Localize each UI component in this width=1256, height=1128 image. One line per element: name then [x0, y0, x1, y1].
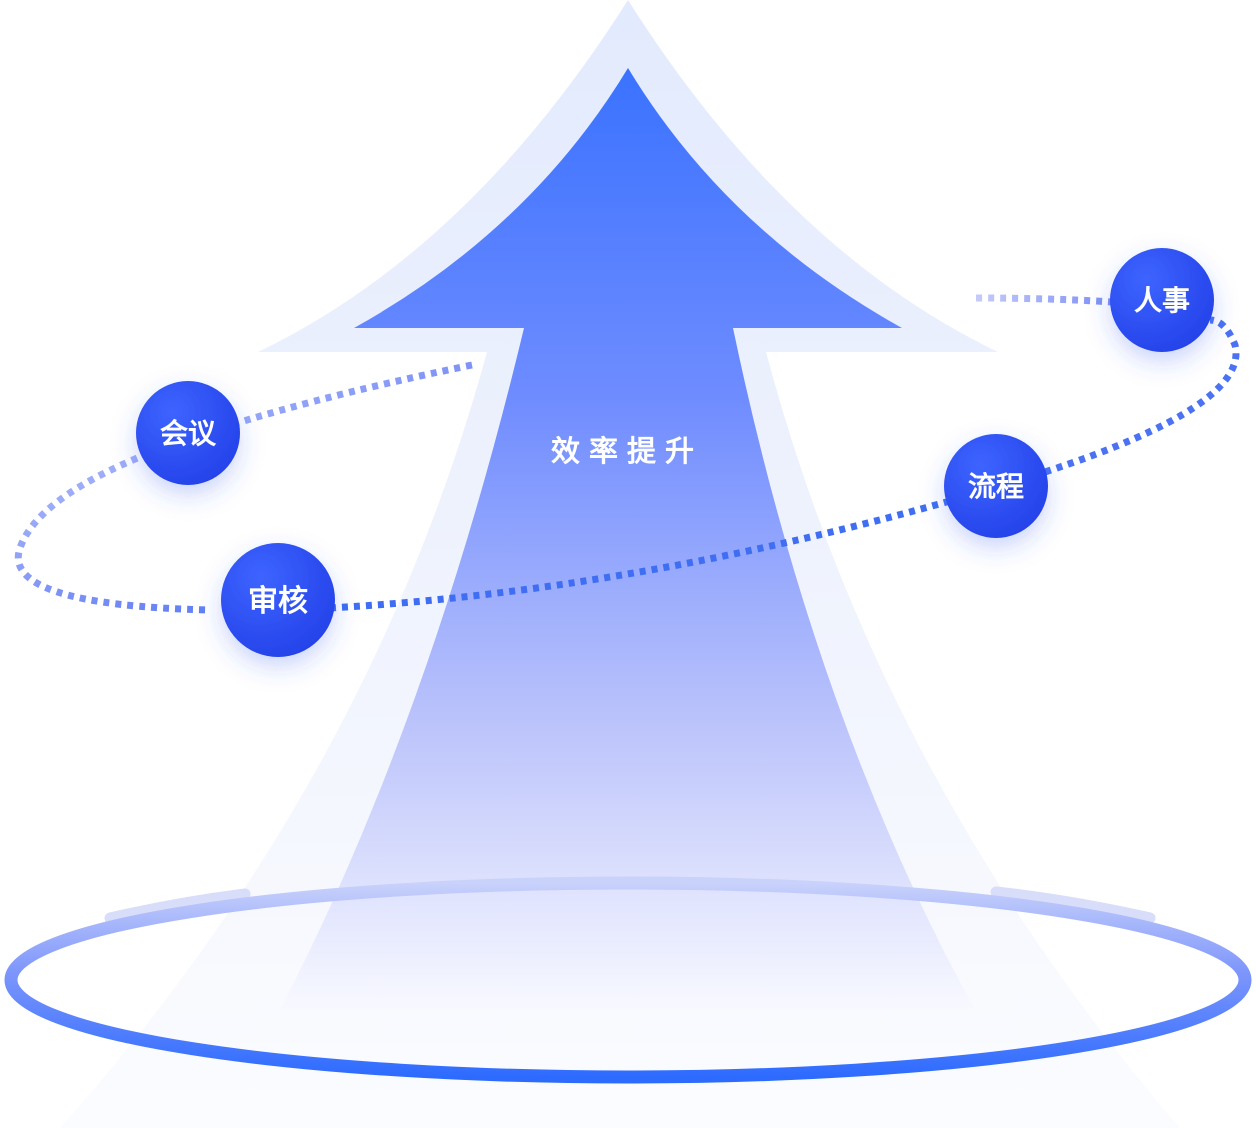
node-review[interactable]: 审核: [221, 543, 335, 657]
orbit-path-right-tail: [975, 294, 1113, 306]
node-label: 人事: [1134, 284, 1190, 317]
center-label: 效率提升: [551, 434, 703, 468]
node-label: 会议: [160, 417, 217, 450]
ground-ring: [4, 876, 1252, 1084]
main-arrow: [280, 68, 975, 1010]
ground-ring-left-tail: [104, 888, 251, 924]
orbit-path-right: [1043, 316, 1240, 476]
node-hr[interactable]: 人事: [1110, 248, 1214, 352]
node-meeting[interactable]: 会议: [136, 381, 240, 485]
ground-ring-right-tail: [990, 886, 1156, 924]
orbit-path-left-upper: [14, 361, 473, 614]
node-label: 审核: [248, 584, 308, 619]
node-label: 流程: [968, 470, 1024, 503]
orbit-path-center: [329, 484, 996, 612]
node-process[interactable]: 流程: [944, 434, 1048, 538]
